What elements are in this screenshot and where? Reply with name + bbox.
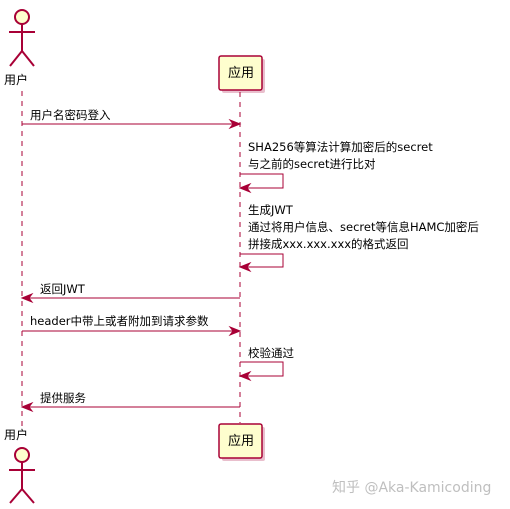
message-verify-line1: SHA256等算法计算加密后的secret [248, 140, 433, 154]
message-check: 校验通过 [238, 346, 294, 382]
message-verify: SHA256等算法计算加密后的secret 与之前的secret进行比对 [238, 140, 433, 194]
user-actor-icon [9, 447, 35, 504]
message-genjwt-line2: 通过将用户信息、secret等信息HAMC加密后 [248, 220, 479, 234]
participant-app-bottom: 应用 [218, 423, 265, 461]
participant-app-bottom-label: 应用 [228, 433, 254, 449]
participant-app-top: 应用 [218, 55, 265, 93]
message-return: 返回JWT [20, 282, 240, 304]
message-serve: 提供服务 [20, 391, 240, 413]
actor-user-top-label: 用户 [4, 72, 28, 87]
watermark: 知乎 @Aka-Kamicoding [332, 480, 492, 496]
message-login-label: 用户名密码登入 [30, 108, 111, 122]
message-verify-line2: 与之前的secret进行比对 [248, 157, 376, 171]
actor-user-bottom: 用户 [4, 427, 35, 504]
actor-user-top: 用户 [4, 9, 35, 87]
message-check-label: 校验通过 [248, 346, 294, 360]
message-request-label: header中带上或者附加到请求参数 [30, 314, 209, 328]
actor-user-bottom-label: 用户 [4, 427, 28, 442]
user-actor-icon [9, 9, 35, 67]
message-genjwt: 生成JWT 通过将用户信息、secret等信息HAMC加密后 拼接成xxx.xx… [238, 203, 479, 273]
message-return-label: 返回JWT [40, 282, 86, 296]
message-genjwt-line3: 拼接成xxx.xxx.xxx的格式返回 [248, 237, 409, 251]
message-request: header中带上或者附加到请求参数 [22, 314, 242, 337]
message-login: 用户名密码登入 [22, 108, 242, 130]
participant-app-top-label: 应用 [228, 65, 254, 81]
message-serve-label: 提供服务 [40, 391, 86, 405]
message-genjwt-line1: 生成JWT [248, 203, 294, 217]
